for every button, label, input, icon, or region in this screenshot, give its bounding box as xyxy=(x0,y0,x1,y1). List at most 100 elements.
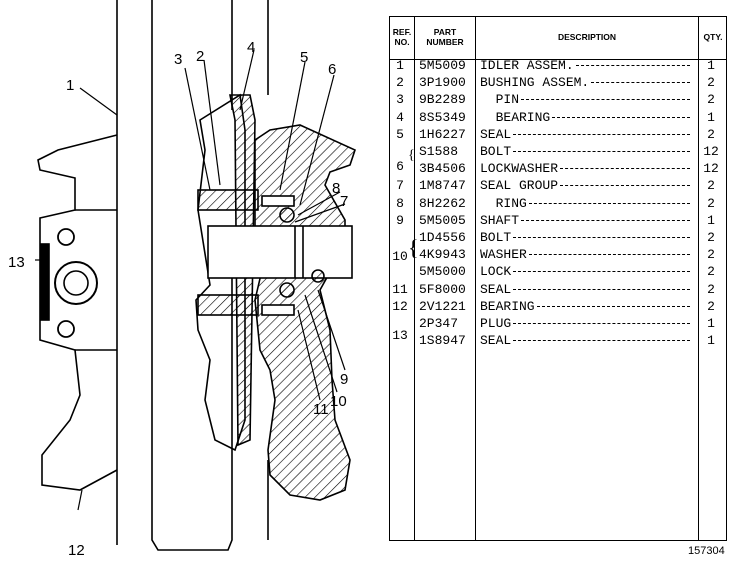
leader-dots xyxy=(591,82,690,84)
leader-dots xyxy=(552,116,690,118)
row-part-number: 5M5009 xyxy=(419,58,466,73)
row-qty: 12 xyxy=(703,144,719,159)
shaft xyxy=(207,225,353,279)
figure-number: 157304 xyxy=(688,545,725,557)
row-ref: 9 xyxy=(396,212,404,228)
row-qty: 1 xyxy=(707,109,715,125)
leader-dots xyxy=(513,340,690,342)
row-part-number: 1D4556 xyxy=(419,230,466,245)
row-ref: 5 xyxy=(396,126,404,142)
header-part-line1: PART xyxy=(433,27,457,37)
leader-dots xyxy=(513,323,690,324)
leader-dots xyxy=(560,168,690,170)
row-ref: 3 xyxy=(396,92,404,108)
leader-dots xyxy=(513,271,690,273)
row-description: SEAL GROUP xyxy=(480,178,559,194)
row-part-number: S1588 xyxy=(419,144,459,159)
callout-5: 5 xyxy=(300,49,308,66)
callout-9: 9 xyxy=(340,371,348,388)
leader-dots xyxy=(513,288,690,290)
row-part-number: 8H2262 xyxy=(419,195,466,211)
header-qty: QTY. xyxy=(703,32,723,42)
row-qty: 2 xyxy=(707,264,715,280)
row-ref: 11 xyxy=(392,281,408,297)
bracket xyxy=(37,134,118,491)
row-ref: 1 xyxy=(396,58,404,73)
leader-dots xyxy=(521,219,690,221)
header-ref-line2: NO. xyxy=(394,37,410,47)
table-row: 11 5F8000 SEAL 2 xyxy=(390,281,726,298)
row-description: LOCK xyxy=(480,264,512,280)
callout-10: 10 xyxy=(330,393,347,410)
row-part-number: 2P347 xyxy=(419,316,459,331)
table-row: 2 3P1900 BUSHING ASSEM. 2 xyxy=(390,74,726,91)
row-description: LOCKWASHER xyxy=(480,161,559,177)
row-qty: 2 xyxy=(707,75,715,91)
callout-2: 2 xyxy=(196,48,204,65)
row-description: WASHER xyxy=(480,247,527,263)
leader-dots xyxy=(560,185,690,187)
leader-dots xyxy=(529,254,690,256)
row-part-number: 3B4506 xyxy=(419,161,466,177)
row-part-number: 5M5005 xyxy=(419,212,466,228)
brace-10: { xyxy=(408,235,419,260)
callout-6: 6 xyxy=(328,61,336,78)
row-part-number: 1H6227 xyxy=(419,126,466,142)
row-part-number: 3P1900 xyxy=(419,75,466,91)
row-description: BEARING xyxy=(480,298,535,314)
group-ref-6: 6 xyxy=(396,159,404,174)
header-ref-line1: REF. xyxy=(392,27,412,37)
row-part-number: 1M8747 xyxy=(419,178,466,194)
row-qty: 2 xyxy=(707,92,715,108)
leader-dots xyxy=(513,133,690,135)
leader-dots xyxy=(513,237,690,238)
group-ref-13: 13 xyxy=(392,328,408,343)
callout-12: 12 xyxy=(68,542,85,559)
row-part-number: 4K9943 xyxy=(419,247,466,263)
callout-13: 13 xyxy=(8,254,25,271)
row-description: BUSHING ASSEM. xyxy=(480,75,590,91)
callout-3: 3 xyxy=(174,51,182,68)
row-qty: 2 xyxy=(707,281,715,297)
leader-dots xyxy=(513,151,690,152)
group-ref-10: 10 xyxy=(392,249,408,264)
row-ref: 8 xyxy=(396,195,404,211)
row-ref: 4 xyxy=(396,109,404,125)
row-description: BOLT xyxy=(480,230,512,245)
row-description: BEARING xyxy=(480,109,551,125)
row-part-number: 5M5000 xyxy=(419,264,466,280)
row-qty: 2 xyxy=(707,247,715,263)
row-part-number: 1S8947 xyxy=(419,333,466,349)
row-qty: 1 xyxy=(707,212,715,228)
idler-assembly-drawing: 1 2 3 4 5 6 7 8 9 10 11 12 13 xyxy=(8,0,356,559)
brace-6: { xyxy=(408,148,415,163)
table-row: 1D4556 BOLT 2 xyxy=(390,229,726,246)
callout-4: 4 xyxy=(247,39,255,56)
row-part-number: 8S5349 xyxy=(419,109,466,125)
row-qty: 2 xyxy=(707,230,715,245)
callout-11: 11 xyxy=(313,401,329,418)
row-description: PLUG xyxy=(480,316,512,331)
row-part-number: 5F8000 xyxy=(419,281,466,297)
table-row: 4K9943 WASHER 2 xyxy=(390,246,726,263)
row-description: RING xyxy=(480,195,527,211)
row-qty: 2 xyxy=(707,298,715,314)
row-description: IDLER ASSEM. xyxy=(480,58,574,73)
row-description: SEAL xyxy=(480,281,512,297)
row-part-number: 9B2289 xyxy=(419,92,466,108)
callout-8: 8 xyxy=(332,180,340,197)
row-description: SHAFT xyxy=(480,212,520,228)
row-ref: 2 xyxy=(396,75,404,91)
row-part-number: 2V1221 xyxy=(419,298,466,314)
header-part-line2: NUMBER xyxy=(426,37,464,47)
row-description: SEAL xyxy=(480,333,512,349)
leader-dots xyxy=(537,305,690,307)
